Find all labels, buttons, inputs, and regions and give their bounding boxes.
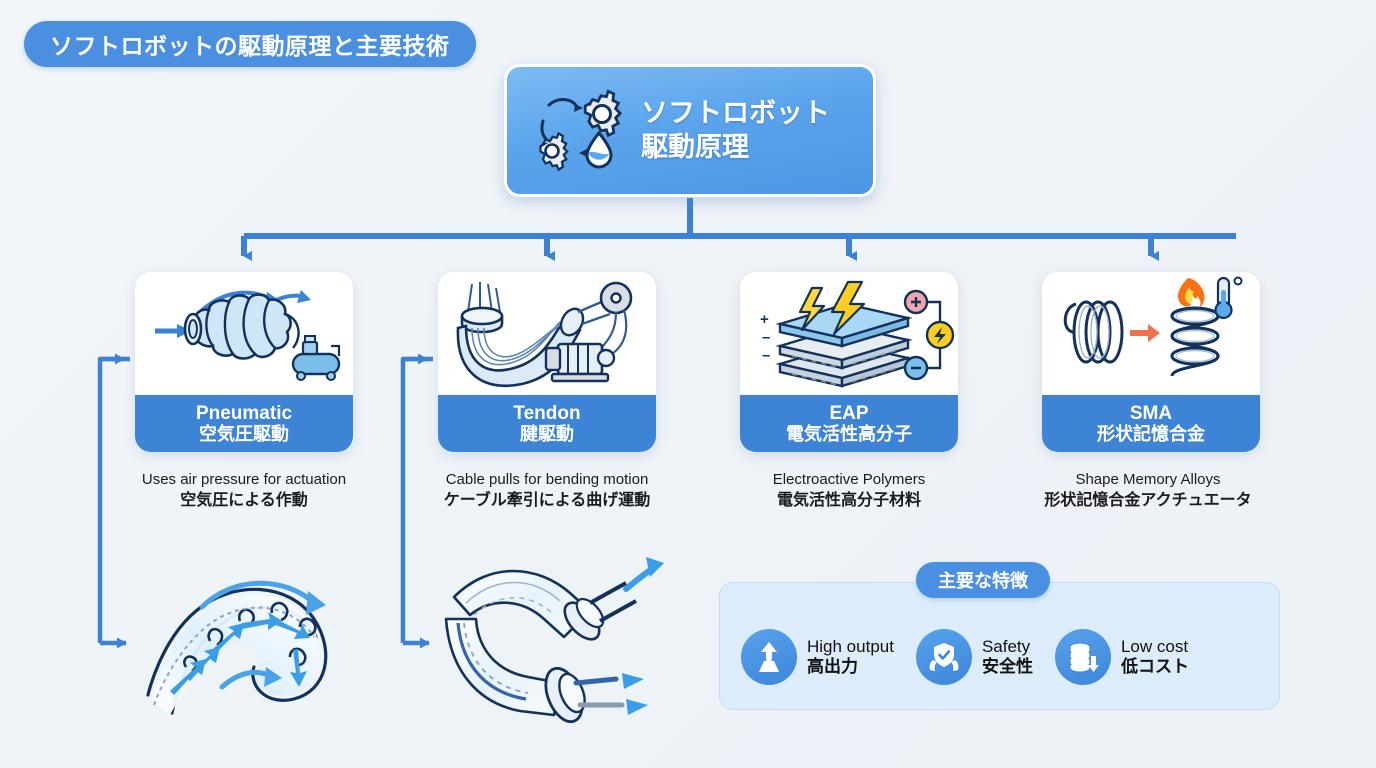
caption-sma-en: Shape Memory Alloys <box>1075 471 1221 488</box>
card-sma-label-en: SMA <box>1129 402 1173 424</box>
feature-high-output-en: High output <box>807 636 894 656</box>
feature-safety-en: Safety <box>981 636 1031 656</box>
caption-sma-ja: 形状記憶合金アクチュエータ <box>1044 491 1252 509</box>
features-list: High output 高出力 Safety 安全性 <box>719 612 1280 702</box>
illustration-tendon-bending <box>430 545 685 730</box>
feature-safety-ja: 安全性 <box>981 657 1033 676</box>
bending-tendon-cable-actuator-illustration <box>444 557 664 724</box>
feature-safety-text: Safety 安全性 <box>982 637 1033 678</box>
features-badge-text: 主要な特徴 <box>938 571 1028 591</box>
card-tendon-label-ja: 腱駆動 <box>520 424 574 445</box>
caption-tendon: Cable pulls for bending motion ケーブル牽引による… <box>397 470 697 511</box>
caption-pneumatic-en: Uses air pressure for actuation <box>141 471 347 488</box>
feature-high-output-text: High output 高出力 <box>807 637 894 678</box>
card-eap-label: EAP 電気活性高分子 <box>740 395 958 452</box>
feature-high-output[interactable]: High output 高出力 <box>741 629 894 685</box>
svg-text:–: – <box>762 347 770 364</box>
caption-tendon-en: Cable pulls for bending motion <box>445 471 649 488</box>
card-pneumatic-label: Pneumatic 空気圧駆動 <box>135 395 353 452</box>
bending-pneumatic-actuator-airflow-illustration <box>146 580 328 715</box>
card-sma-art <box>1042 272 1260 395</box>
central-node-line1: ソフトロボット <box>641 97 830 128</box>
feature-low-cost[interactable]: Low cost 低コスト <box>1054 629 1189 685</box>
central-node-label: ソフトロボット 駆動原理 <box>641 97 830 165</box>
coins-down-arrow-icon <box>1054 629 1111 685</box>
card-pneumatic-label-ja: 空気圧駆動 <box>199 424 289 445</box>
tendon-cable-pulley-motor-icon <box>456 281 633 387</box>
gears-flow-droplet-icon <box>539 88 623 171</box>
card-eap-label-ja: 電気活性高分子 <box>786 424 912 445</box>
card-tendon-label-en: Tendon <box>513 402 581 424</box>
illustration-pneumatic-bending <box>130 545 390 730</box>
feature-safety[interactable]: Safety 安全性 <box>915 629 1033 685</box>
caption-eap-ja: 電気活性高分子材料 <box>776 491 921 509</box>
caption-eap-en: Electroactive Polymers <box>772 471 926 488</box>
card-tendon-art <box>438 272 656 395</box>
page-title-text: ソフトロボットの駆動原理と主要技術 <box>50 33 450 59</box>
feature-low-cost-text: Low cost 低コスト <box>1121 637 1189 678</box>
card-tendon[interactable]: Tendon 腱駆動 <box>438 272 656 452</box>
caption-eap: Electroactive Polymers 電気活性高分子材料 <box>699 470 999 511</box>
eap-layered-film-electrodes-icon: +–– <box>760 280 955 388</box>
page-title: ソフトロボットの駆動原理と主要技術 <box>24 21 476 67</box>
card-eap-label-en: EAP <box>829 402 869 424</box>
sma-coil-heat-thermometer-icon <box>1063 276 1243 377</box>
card-sma-label-ja: 形状記憶合金 <box>1097 424 1205 445</box>
svg-text:–: – <box>762 329 770 346</box>
central-node[interactable]: ソフトロボット 駆動原理 <box>504 64 876 197</box>
card-sma[interactable]: SMA 形状記憶合金 <box>1042 272 1260 452</box>
feature-high-output-ja: 高出力 <box>807 657 858 676</box>
features-badge: 主要な特徴 <box>916 562 1050 598</box>
card-sma-label: SMA 形状記憶合金 <box>1042 395 1260 452</box>
shield-in-hands-icon <box>915 629 972 685</box>
weight-up-arrow-icon <box>741 629 797 685</box>
card-eap[interactable]: +–– EAP 電気活性高分子 <box>740 272 958 452</box>
caption-sma: Shape Memory Alloys 形状記憶合金アクチュエータ <box>998 470 1298 511</box>
features-panel <box>719 582 1280 710</box>
caption-pneumatic-ja: 空気圧による作動 <box>180 491 308 509</box>
card-eap-art: +–– <box>740 272 958 395</box>
card-pneumatic-label-en: Pneumatic <box>195 402 293 424</box>
central-node-line2: 駆動原理 <box>641 131 749 162</box>
card-pneumatic-art <box>135 272 353 395</box>
svg-text:+: + <box>760 311 769 328</box>
caption-tendon-ja: ケーブル牽引による曲げ運動 <box>443 491 651 509</box>
feature-low-cost-ja: 低コスト <box>1120 657 1189 676</box>
caption-pneumatic: Uses air pressure for actuation 空気圧による作動 <box>94 470 394 511</box>
feature-low-cost-en: Low cost <box>1120 636 1189 656</box>
card-tendon-label: Tendon 腱駆動 <box>438 395 656 452</box>
card-pneumatic[interactable]: Pneumatic 空気圧駆動 <box>135 272 353 452</box>
pneumatic-bellows-compressor-icon <box>155 290 341 381</box>
